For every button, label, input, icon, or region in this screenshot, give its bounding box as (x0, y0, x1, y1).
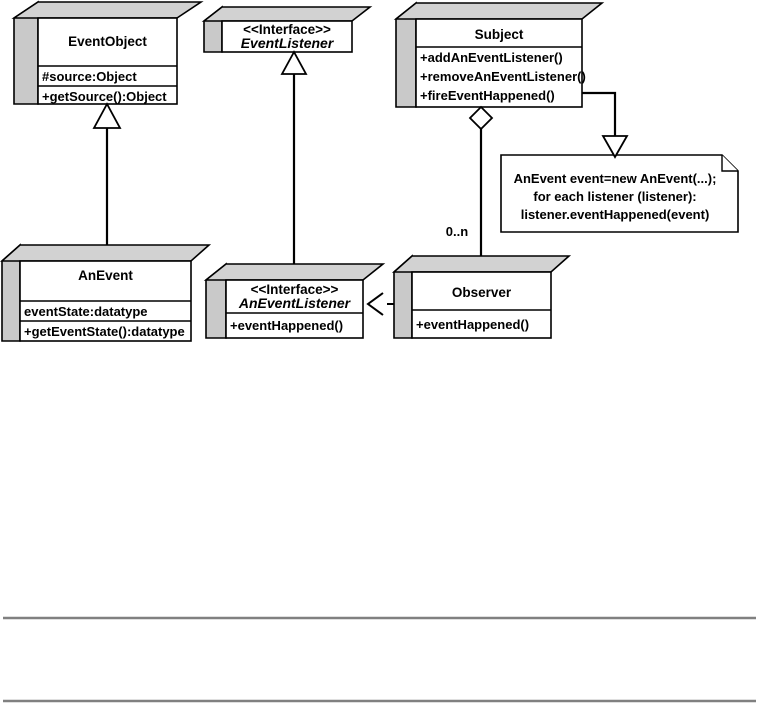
subject-operation-1: +removeAnEventListener() (420, 69, 586, 84)
eventobject-operation-0: +getSource():Object (42, 89, 167, 104)
class-box-observer[interactable]: Observer +eventHappened() (391, 254, 572, 339)
note-line-2: listener.eventHappened(event) (521, 207, 710, 222)
subject-front-face (415, 18, 583, 108)
relationship-anevent-extends-eventobject[interactable] (92, 102, 122, 245)
note-anchor-line (582, 91, 617, 138)
aneventlistener-front-face (225, 279, 364, 339)
note-folded-corner (721, 155, 738, 172)
subject-3d-top-panel (393, 2, 605, 20)
anevent-3d-top-panel (0, 244, 212, 262)
eventlistener-3d-top-panel (201, 6, 373, 22)
class-box-aneventlistener[interactable]: <<Interface>> AnEventListener +eventHapp… (203, 262, 386, 339)
aggregation-multiplicity-label: 0..n (446, 224, 468, 239)
class-box-eventlistener[interactable]: <<Interface>> EventListener (201, 5, 373, 53)
relationship-subject-aggregates-observer[interactable]: 0..n (446, 105, 494, 256)
relationship-observer-realizes-aneventlistener[interactable] (366, 292, 394, 316)
note-fire-event[interactable]: AnEvent event=new AnEvent(...); for each… (500, 154, 739, 233)
note-body (500, 154, 739, 233)
subject-operation-0: +addAnEventListener() (420, 50, 563, 65)
note-line-0: AnEvent event=new AnEvent(...); (514, 171, 717, 186)
relationship-subject-note-anchor[interactable] (582, 91, 629, 159)
eventobject-title: EventObject (68, 34, 147, 49)
observer-front-face (411, 271, 552, 339)
eventobject-attribute-0: #source:Object (42, 69, 137, 84)
subject-operation-2: +fireEventHappened() (420, 88, 555, 103)
class-box-eventobject[interactable]: EventObject #source:Object +getSource():… (11, 0, 204, 105)
class-box-subject[interactable]: Subject +addAnEventListener() +removeAnE… (393, 1, 605, 108)
aneventlistener-operation-0: +eventHappened() (230, 318, 343, 333)
observer-title: Observer (452, 285, 512, 300)
generalization-arrowhead-anevent (92, 102, 122, 129)
aneventlistener-title: AnEventListener (238, 295, 352, 311)
realization-arrowhead-observer (366, 292, 384, 316)
aneventlistener-3d-top-panel (203, 263, 386, 281)
subject-title: Subject (475, 27, 524, 42)
eventobject-3d-top-panel (11, 1, 204, 19)
eventlistener-stereotype: <<Interface>> (243, 22, 331, 37)
note-anchor-arrowhead (601, 135, 629, 159)
aneventlistener-stereotype: <<Interface>> (251, 282, 339, 297)
generalization-arrowhead-aneventlistener (280, 50, 308, 75)
eventlistener-title: EventListener (241, 35, 335, 51)
eventlistener-front-face (221, 20, 353, 53)
anevent-title: AnEvent (78, 268, 133, 283)
aggregation-diamond (468, 105, 494, 131)
anevent-operation-0: +getEventState():datatype (24, 324, 185, 339)
anevent-attribute-0: eventState:datatype (24, 304, 148, 319)
observer-operation-0: +eventHappened() (416, 317, 529, 332)
relationship-aneventlistener-extends-eventlistener[interactable] (280, 50, 308, 264)
note-line-1: for each listener (listener): (533, 189, 696, 204)
eventobject-front-face (37, 17, 178, 105)
observer-3d-top-panel (391, 255, 572, 273)
class-box-anevent[interactable]: AnEvent eventState:datatype +getEventSta… (0, 243, 212, 342)
